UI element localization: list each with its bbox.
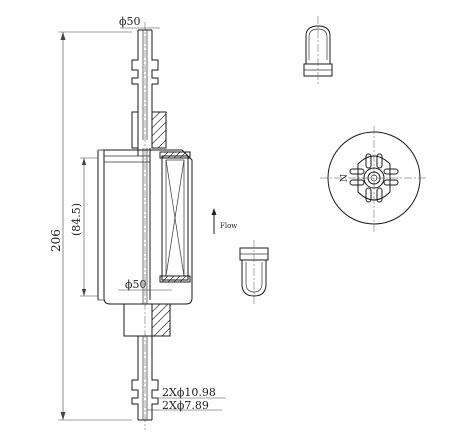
filter-element [161,155,189,281]
lower-boss [123,303,153,337]
outlet-pipe-right [151,336,159,420]
top-connector-detail [303,16,333,84]
outlet-pipe-left [131,336,139,420]
dim-bottom-diameter: ϕ50 [125,278,147,291]
inlet-pipe-left [131,30,139,140]
inlet-pipe-right [151,30,159,140]
dimensions: ϕ50 206 (84.5) ϕ50 2Xϕ10.98 2Xϕ7.89 [49,15,226,421]
bottom-connector-detail [239,240,269,304]
filter-section-view [97,22,193,430]
dim-body-length: (84.5) [70,203,83,236]
dim-overall-length: 206 [49,229,63,252]
callout-inner-diameter: 2Xϕ7.89 [162,399,209,412]
upper-collar [151,111,167,149]
dim-top-diameter: ϕ50 [119,15,141,28]
callout-outer-diameter: 2Xϕ10.98 [162,386,216,399]
flow-indicator: Flow [211,208,237,234]
flow-label: Flow [220,222,237,230]
end-view: N [320,126,428,232]
end-view-label: N [340,174,350,182]
filter-housing [103,149,193,305]
